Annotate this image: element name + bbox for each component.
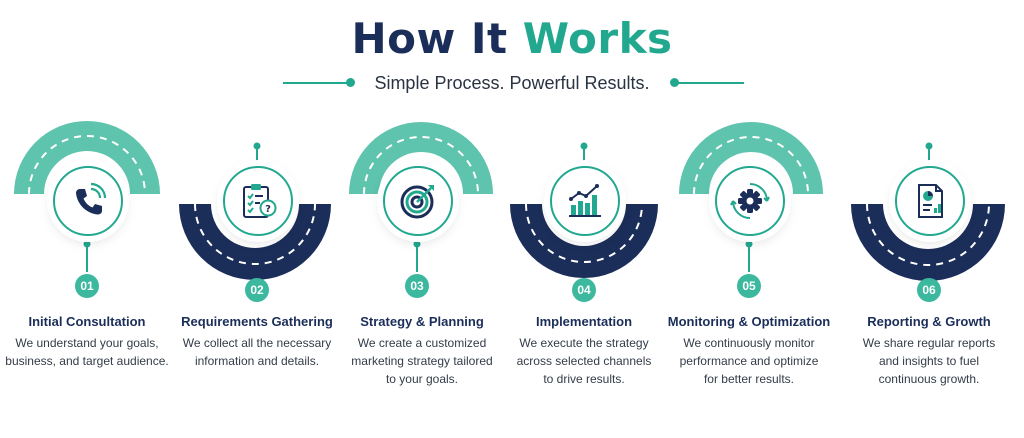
step-4-desc-line-3: to drive results. [543,372,625,386]
step-1-desc-line-2: business, and target audience. [5,354,169,368]
target-icon [400,185,434,219]
step-5-description: We continuously monitor performance and … [659,334,839,388]
report-icon [918,184,943,218]
step-4-description: We execute the strategy across selected … [494,334,674,388]
subtitle-line-right [676,82,744,84]
step-2-description: We collect all the necessary information… [167,334,347,370]
road-dash-1 [28,135,146,195]
step-4-title: Implementation [535,314,633,329]
step-2-title: Requirements Gathering [181,314,333,329]
step-3-title: Strategy & Planning [360,314,484,329]
step-5-desc-line-3: for better results. [703,372,795,386]
step-3-description: We create a customized marketing strateg… [332,334,512,388]
road-arc-1 [14,121,160,194]
subtitle-line-left [283,82,351,84]
step-2-icon-circle: ? [223,166,293,236]
checklist-icon: ? [243,184,277,218]
road-dash-6 [866,203,990,266]
step-1-title: Initial Consultation [28,314,146,329]
step-3-icon-circle [383,166,453,236]
step-6-icon-circle [895,166,965,236]
step-2-number: 02 [245,278,269,302]
svg-text:?: ? [265,204,271,215]
subtitle-dot-left [346,78,355,87]
step-6-number: 06 [917,278,941,302]
step-3-desc-line-1: We create a customized [357,336,487,350]
connector-dot-5 [745,240,753,248]
connector-dot-2 [253,142,261,150]
step-4-number: 04 [572,278,596,302]
subtitle: Simple Process. Powerful Results. [374,73,650,93]
step-6-desc-line-3: continuous growth. [878,372,980,386]
step-1-number: 01 [75,274,99,298]
step-6-desc-line-2: and insights to fuel [878,354,980,368]
step-5-desc-line-1: We continuously monitor [683,336,815,350]
step-6-desc-line-1: We share regular reports [862,336,996,350]
step-4-desc-line-1: We execute the strategy [519,336,649,350]
subtitle-dot-right [670,78,679,87]
step-5-number: 05 [737,274,761,298]
step-3-number: 03 [405,274,429,298]
road-arc-5 [679,122,823,194]
step-2-desc-line-1: We collect all the necessary [182,336,332,350]
road-dash-2 [194,203,316,265]
step-2-desc-line-2: information and details. [194,354,320,368]
title-part-2: Works [522,14,673,63]
step-1-description: We understand your goals, business, and … [0,334,177,370]
road-arc-4 [510,204,658,278]
step-4-desc-line-2: across selected channels [516,354,652,368]
step-5-title: Monitoring & Optimization [667,314,831,329]
step-1-desc-line-1: We understand your goals, [15,336,159,350]
step-3-desc-line-2: marketing strategy tailored [351,354,493,368]
road-arc-2 [179,204,331,280]
title-part-1: How It [351,14,508,63]
growth-chart-icon [569,184,601,217]
road-arc-6 [851,204,1005,281]
step-4-icon-circle [550,166,620,236]
step-6-description: We share regular reports and insights to… [839,334,1019,388]
step-5-icon-circle [715,166,785,236]
connector-dot-3 [413,240,421,248]
subtitle-row: Simple Process. Powerful Results. [0,70,1024,96]
step-6-title: Reporting & Growth [867,314,991,329]
road-arc-3 [349,122,493,194]
phone-icon [76,182,107,215]
connector-dot-1 [83,240,91,248]
gear-icon [730,183,770,219]
page-title: How It Works [0,14,1024,63]
step-3-desc-line-3: to your goals. [385,372,459,386]
connector-dot-6 [925,142,933,150]
step-5-desc-line-2: performance and optimize [679,354,819,368]
connector-dot-4 [580,142,588,150]
road-dash-4 [525,203,643,263]
step-1-icon-circle [53,166,123,236]
